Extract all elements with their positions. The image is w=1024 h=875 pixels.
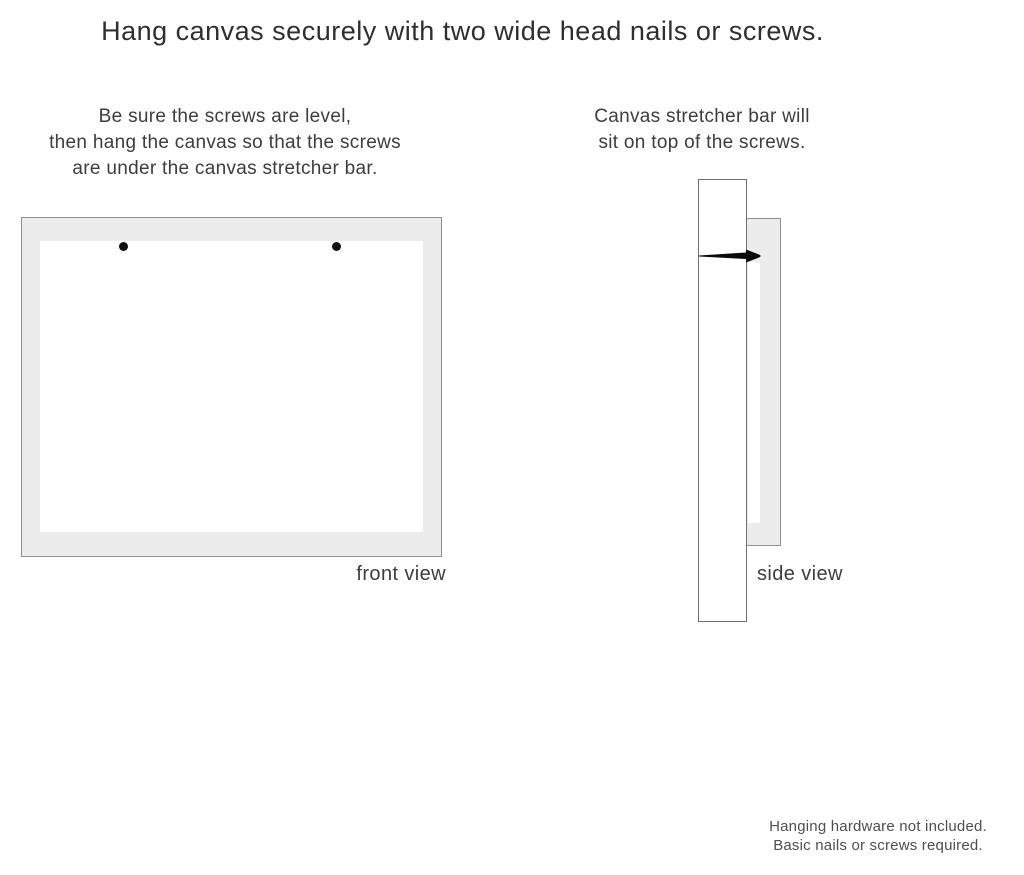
screw-dot-right [332,242,341,251]
instruction-line: sit on top of the screws. [598,132,806,153]
instruction-line: Canvas stretcher bar will [594,106,810,127]
screw-dot-left [119,242,128,251]
canvas-side-inner-strip [748,262,760,523]
nail-shaft [699,252,746,259]
nail-icon [699,249,761,263]
instruction-line: then hang the canvas so that the screws [49,132,401,153]
canvas-front-view [21,217,442,557]
wall-bar [698,179,747,622]
front-view-label: front view [356,563,446,585]
side-view-label: side view [757,563,843,585]
footnote-line: Hanging hardware not included. [769,818,987,835]
footnote-line: Basic nails or screws required. [773,837,983,854]
footnote: Hanging hardware not included. Basic nai… [748,817,1008,855]
page-title: Hang canvas securely with two wide head … [101,16,824,46]
instruction-line: are under the canvas stretcher bar. [72,158,378,179]
nail-head [746,249,761,263]
instruction-line: Be sure the screws are level, [98,106,352,127]
canvas-front-inner-area [40,241,423,532]
side-view-instruction: Canvas stretcher bar will sit on top of … [552,104,852,156]
front-view-instruction: Be sure the screws are level, then hang … [25,104,425,182]
canvas-side-view [745,218,781,546]
